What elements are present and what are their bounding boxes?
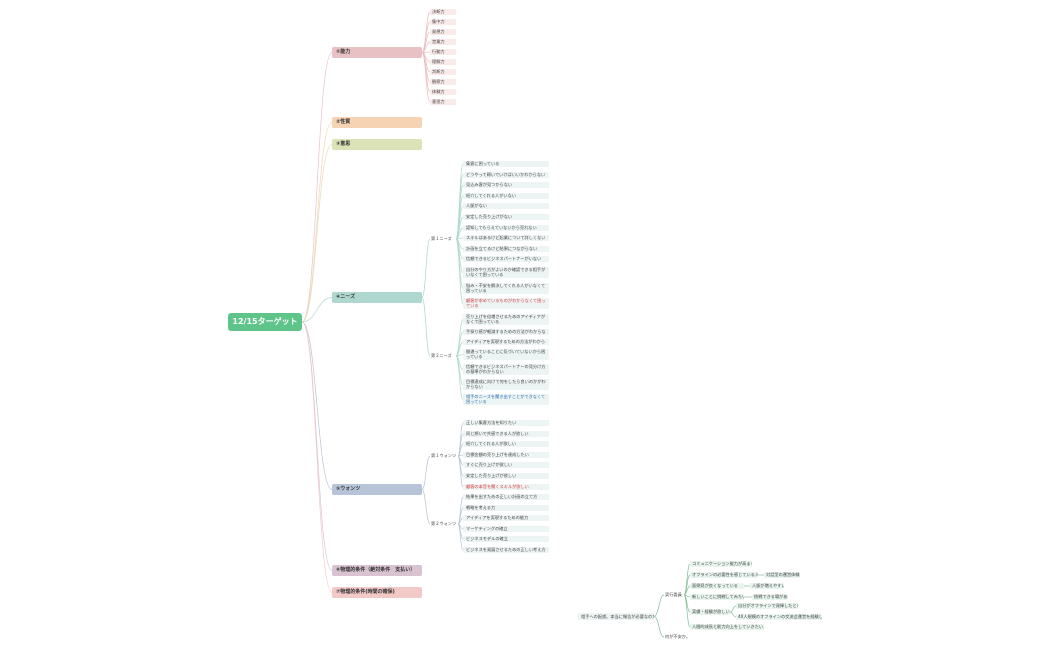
connector-needs-item — [455, 238, 464, 304]
branch-nature[interactable]: ②性質 — [332, 117, 422, 128]
connector-wants-item — [457, 523, 464, 551]
wants-second-item[interactable]: 戦略を考える力 — [463, 504, 549, 511]
ability-item[interactable]: 行動力 — [430, 49, 456, 55]
wants-first-item[interactable]: 顧客の本音を聞くスキルが欲しい — [463, 483, 549, 490]
ability-item[interactable]: 営業力 — [430, 39, 456, 45]
connector-side — [653, 616, 665, 638]
needs-first-item[interactable]: どうやって稼いでいけばいいかわからない — [463, 171, 549, 178]
branch-needs[interactable]: ④ニーズ — [332, 292, 422, 303]
needs-second-label[interactable]: 第２ニーズ — [431, 353, 452, 358]
needs-second-item[interactable]: 信頼できるビジネスパートナーの見分け方の基準がわからない — [463, 364, 549, 375]
benefit-offline-proof[interactable]: 自分がオフラインで発揮したという — [736, 603, 798, 609]
benefit-40-people-event[interactable]: 40人規模のオフラインの交流会運営を経験した — [736, 614, 822, 620]
needs-second-item[interactable]: 売り上げを倍増させるためのアイディアがなくて困っている — [463, 314, 549, 325]
wants-first-item[interactable]: 安定した売り上げが欲しい — [463, 473, 549, 479]
connector-root-b3 — [301, 144, 333, 323]
connector-side — [729, 611, 737, 618]
needs-first-item[interactable]: 悩み・不安を解決してくれる人がいなくて困っている — [463, 282, 549, 294]
needs-first-item[interactable]: 自分のやり方がよいのか確認できる相手がいなくて困っている — [463, 267, 549, 278]
needs-first-label[interactable]: 第１ニーズ — [431, 236, 452, 241]
needs-first-item[interactable]: 計画を立てるけど結果につながらない — [463, 245, 549, 252]
connector-ability — [421, 52, 431, 103]
wants-second-item[interactable]: ビジネスを発展させるための正しい考え方 — [463, 547, 549, 553]
wants-second-item[interactable]: 結果を出すための正しい計画の立て方 — [463, 494, 549, 500]
branch-wants[interactable]: ⑤ウォンツ — [332, 484, 422, 495]
connector-needs — [421, 297, 431, 357]
question-node[interactable]: 相手への配慮。本当に報告が必要なのか。 — [578, 613, 654, 620]
wants-first-item[interactable]: 目標金額の売り上げを達成したい — [463, 451, 549, 458]
connector-needs — [421, 238, 431, 298]
wants-second-item[interactable]: ビジネスモデルの確立 — [463, 536, 549, 543]
ability-item[interactable]: 決断力 — [430, 9, 456, 15]
benefit-experience[interactable]: 実績・経験が欲しい — [690, 609, 730, 615]
needs-first-item[interactable]: 認知してもらえていないから売れない — [463, 224, 549, 231]
connector-side — [683, 594, 691, 628]
ability-item[interactable]: 観察力 — [430, 79, 456, 85]
benefit-growth[interactable]: 人間的成長と能力向上をしていきたい人 — [690, 624, 764, 630]
ability-item[interactable]: 理解力 — [430, 59, 456, 65]
wants-second-label[interactable]: 第２ウォンツ — [431, 521, 457, 526]
connector-wants-item — [457, 455, 464, 488]
wants-second-item[interactable]: マーケティングの確立 — [463, 525, 549, 532]
connector-root-b7 — [301, 321, 333, 593]
connector-needs-item — [455, 319, 464, 357]
connector-ability — [421, 52, 431, 93]
wants-first-item[interactable]: 紹介してくれる人が欲しい — [463, 441, 549, 448]
ability-item[interactable]: 意思力 — [430, 99, 456, 105]
connector-root-b4 — [301, 297, 333, 323]
needs-first-item[interactable]: 集客に困っている — [463, 161, 549, 167]
benefit-challenge[interactable]: 新しいことに挑戦してみたい — [690, 594, 744, 600]
anxiety-node[interactable]: 何が不安か。 — [665, 634, 690, 639]
connector-root-b6 — [301, 321, 333, 571]
branch-ability[interactable]: ①能力 — [332, 47, 422, 58]
ability-item[interactable]: 判断力 — [430, 69, 456, 75]
benefit-offline-need[interactable]: オフラインの必要性を感じている人 — [690, 572, 758, 578]
needs-second-item[interactable]: アイディアを実現するための方法がわからない — [463, 339, 549, 345]
needs-first-item[interactable]: 紹介してくれる人がいない — [463, 192, 549, 199]
branch-intention[interactable]: ③意思 — [332, 139, 422, 150]
exec-committee-node[interactable]: 実行委員 — [665, 592, 682, 597]
ability-item[interactable]: 体験力 — [430, 89, 456, 95]
needs-second-item[interactable]: 目標達成に向けて何をしたら良いのかがわからない — [463, 379, 549, 390]
ability-item[interactable]: 発想力 — [430, 29, 456, 35]
needs-first-item[interactable]: スキルはあるけど起業について詳しくない — [463, 235, 549, 242]
connector-root-b1 — [301, 52, 333, 323]
connector-wants — [421, 489, 431, 525]
needs-second-item[interactable]: 相手のニーズを聞き出すことができなくて困っている — [463, 394, 549, 405]
needs-second-item[interactable]: 手探り感が軽減するための方法がわからない — [463, 329, 549, 335]
needs-first-item[interactable]: 顧客が求めているものがわからなくて困っている — [463, 298, 549, 310]
needs-first-item[interactable]: 見込み客が見つからない — [463, 182, 549, 189]
benefit-dialogue-experience[interactable]: 対話型の運営体験 — [764, 572, 800, 578]
connector-needs-item — [455, 238, 464, 289]
connector-needs-item — [455, 355, 464, 400]
connector-root-b5 — [301, 321, 333, 490]
wants-first-item[interactable]: 同じ想いで共感できる人が欲しい — [463, 430, 549, 437]
needs-first-item[interactable]: 信頼できるビジネスパートナーがいない — [463, 256, 549, 263]
benefit-caring[interactable]: 面倒見が良くなっている — [690, 583, 744, 589]
benefit-communication[interactable]: コミュニケーション能力が高まる — [690, 561, 752, 567]
connector-needs-item — [455, 184, 464, 240]
root-node[interactable]: 12/15ターゲット — [228, 313, 302, 331]
needs-first-item[interactable]: 安定した売り上げがない — [463, 214, 549, 220]
ability-item[interactable]: 集中力 — [430, 19, 456, 25]
branch-physical-payment[interactable]: ⑥物理的条件（絶対条件 支払い） — [332, 565, 422, 576]
connector-root-b2 — [301, 122, 333, 323]
wants-first-label[interactable]: 第１ウォンツ — [431, 453, 457, 458]
needs-second-item[interactable]: 間違っていることに気づいていないから困っている — [463, 349, 549, 360]
connector-side — [653, 594, 665, 617]
benefit-challenge-place[interactable]: 挑戦できる場がある — [752, 594, 788, 600]
connector-needs-item — [455, 341, 464, 357]
wants-first-item[interactable]: すぐに売り上げが欲しい — [463, 462, 549, 469]
wants-first-item[interactable]: 正しい集客方法を知りたい — [463, 420, 549, 426]
connector-wants — [421, 455, 431, 490]
benefit-network[interactable]: 人脈が増えやすい — [750, 583, 784, 589]
branch-physical-time[interactable]: ⑦物理的条件(時間の確保) — [332, 587, 422, 598]
needs-first-item[interactable]: 人脈がない — [463, 203, 549, 210]
wants-second-item[interactable]: アイディアを実現するための能力 — [463, 515, 549, 522]
